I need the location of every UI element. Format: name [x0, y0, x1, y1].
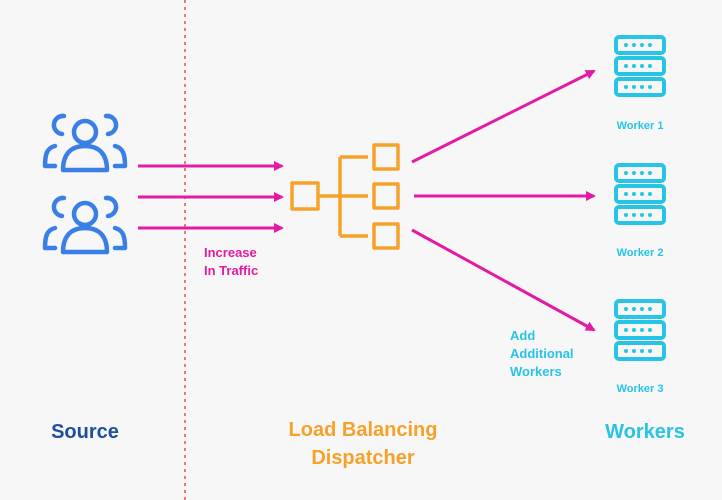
users-group-icon: [45, 116, 125, 170]
dispatch-arrows: [411, 69, 596, 332]
traffic-note-line1: Increase: [204, 245, 257, 260]
server-icon: [614, 35, 666, 97]
worker-label: Worker 3: [616, 383, 664, 395]
server-icon: [614, 299, 666, 361]
scale-note-line1: Add: [510, 328, 536, 343]
dispatcher-title: Load Balancing Dispatcher: [258, 416, 468, 472]
worker-label: Worker 2: [616, 247, 664, 259]
scale-note-line2: Additional: [510, 346, 574, 361]
scale-note: Add Additional Workers: [510, 327, 574, 381]
server-icon: [614, 163, 666, 225]
traffic-note: Increase In Traffic: [204, 244, 258, 280]
traffic-note-line2: In Traffic: [204, 263, 259, 278]
source-title: Source: [51, 421, 119, 443]
scale-note-line3: Workers: [510, 364, 562, 379]
dispatch-arrow-worker-3: [411, 228, 596, 332]
incoming-traffic-arrows: [138, 161, 284, 233]
dispatcher-title-line1: Load Balancing: [288, 419, 438, 441]
workers-title: Workers: [605, 421, 685, 443]
dispatcher-title-line2: Dispatcher: [311, 447, 415, 469]
dispatch-arrow-worker-1: [411, 69, 596, 164]
worker-label: Worker 1: [616, 120, 664, 132]
dispatcher-tree-icon: [290, 143, 400, 250]
users-group-icon: [45, 198, 125, 252]
